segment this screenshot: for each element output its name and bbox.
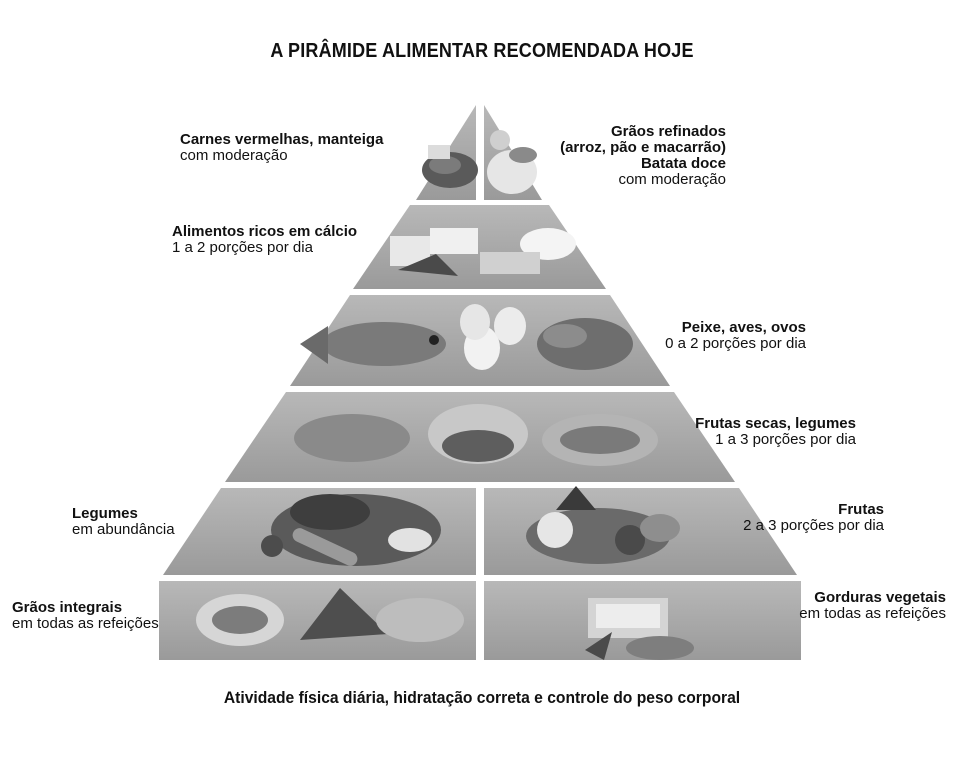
label-top-left-name: Carnes vermelhas, manteiga [180,131,384,148]
label-oils-name: Gorduras vegetais [814,589,946,606]
cheese-dairy-icon [390,228,576,276]
red-meat-butter-icon [422,145,478,188]
label-calcium-note: 1 a 2 porções por dia [172,239,313,256]
label-top-right-name3: Batata doce [640,155,726,172]
label-top-right-note: com moderação [618,171,726,188]
label-protein: Peixe, aves, ovos 0 a 2 porções por dia [665,320,806,352]
label-calcium: Alimentos ricos em cálcio 1 a 2 porções … [172,224,357,256]
label-vegetables: Legumes em abundância [72,506,175,538]
vegetables-icon [261,494,441,566]
label-protein-name: Peixe, aves, ovos [681,319,806,336]
label-whole-grains: Grãos integrais em todas as refeições [12,600,159,632]
label-oils-note: em todas as refeições [799,605,946,622]
diagram-footer: Atividade física diária, hidratação corr… [223,688,741,707]
refined-grains-icon [487,130,537,194]
label-fruits: Frutas 2 a 3 porções por dia [743,502,884,534]
label-top-left-note: com moderação [180,147,288,164]
label-calcium-name: Alimentos ricos em cálcio [172,223,358,240]
label-nuts-note: 1 a 3 porções por dia [715,431,856,448]
label-oils: Gorduras vegetais em todas as refeições [799,590,946,622]
nuts-beans-icon [294,404,658,466]
fruits-icon [526,486,680,564]
label-fruits-note: 2 a 3 porções por dia [743,517,884,534]
fish-eggs-chicken-icon [300,304,633,370]
label-top-right-name1: Grãos refinados [610,123,726,140]
label-whole-grains-note: em todas as refeições [12,615,159,632]
whole-grains-icon [196,588,464,646]
label-fruits-name: Frutas [838,501,884,518]
diagram-title: A PIRÂMIDE ALIMENTAR RECOMENDADA HOJE [270,40,694,62]
label-vegetables-name: Legumes [72,505,138,522]
label-vegetables-note: em abundância [72,521,175,538]
label-whole-grains-name: Grãos integrais [12,599,123,616]
label-nuts-name: Frutas secas, legumes [695,415,856,432]
label-protein-note: 0 a 2 porções por dia [665,335,806,352]
label-top-right: Grãos refinados (arroz, pão e macarrão) … [560,124,726,188]
label-nuts: Frutas secas, legumes 1 a 3 porções por … [695,416,856,448]
label-top-right-name2: (arroz, pão e macarrão) [560,139,726,156]
vegetable-oil-icon [585,598,694,660]
label-top-left: Carnes vermelhas, manteiga com moderação [180,132,383,164]
